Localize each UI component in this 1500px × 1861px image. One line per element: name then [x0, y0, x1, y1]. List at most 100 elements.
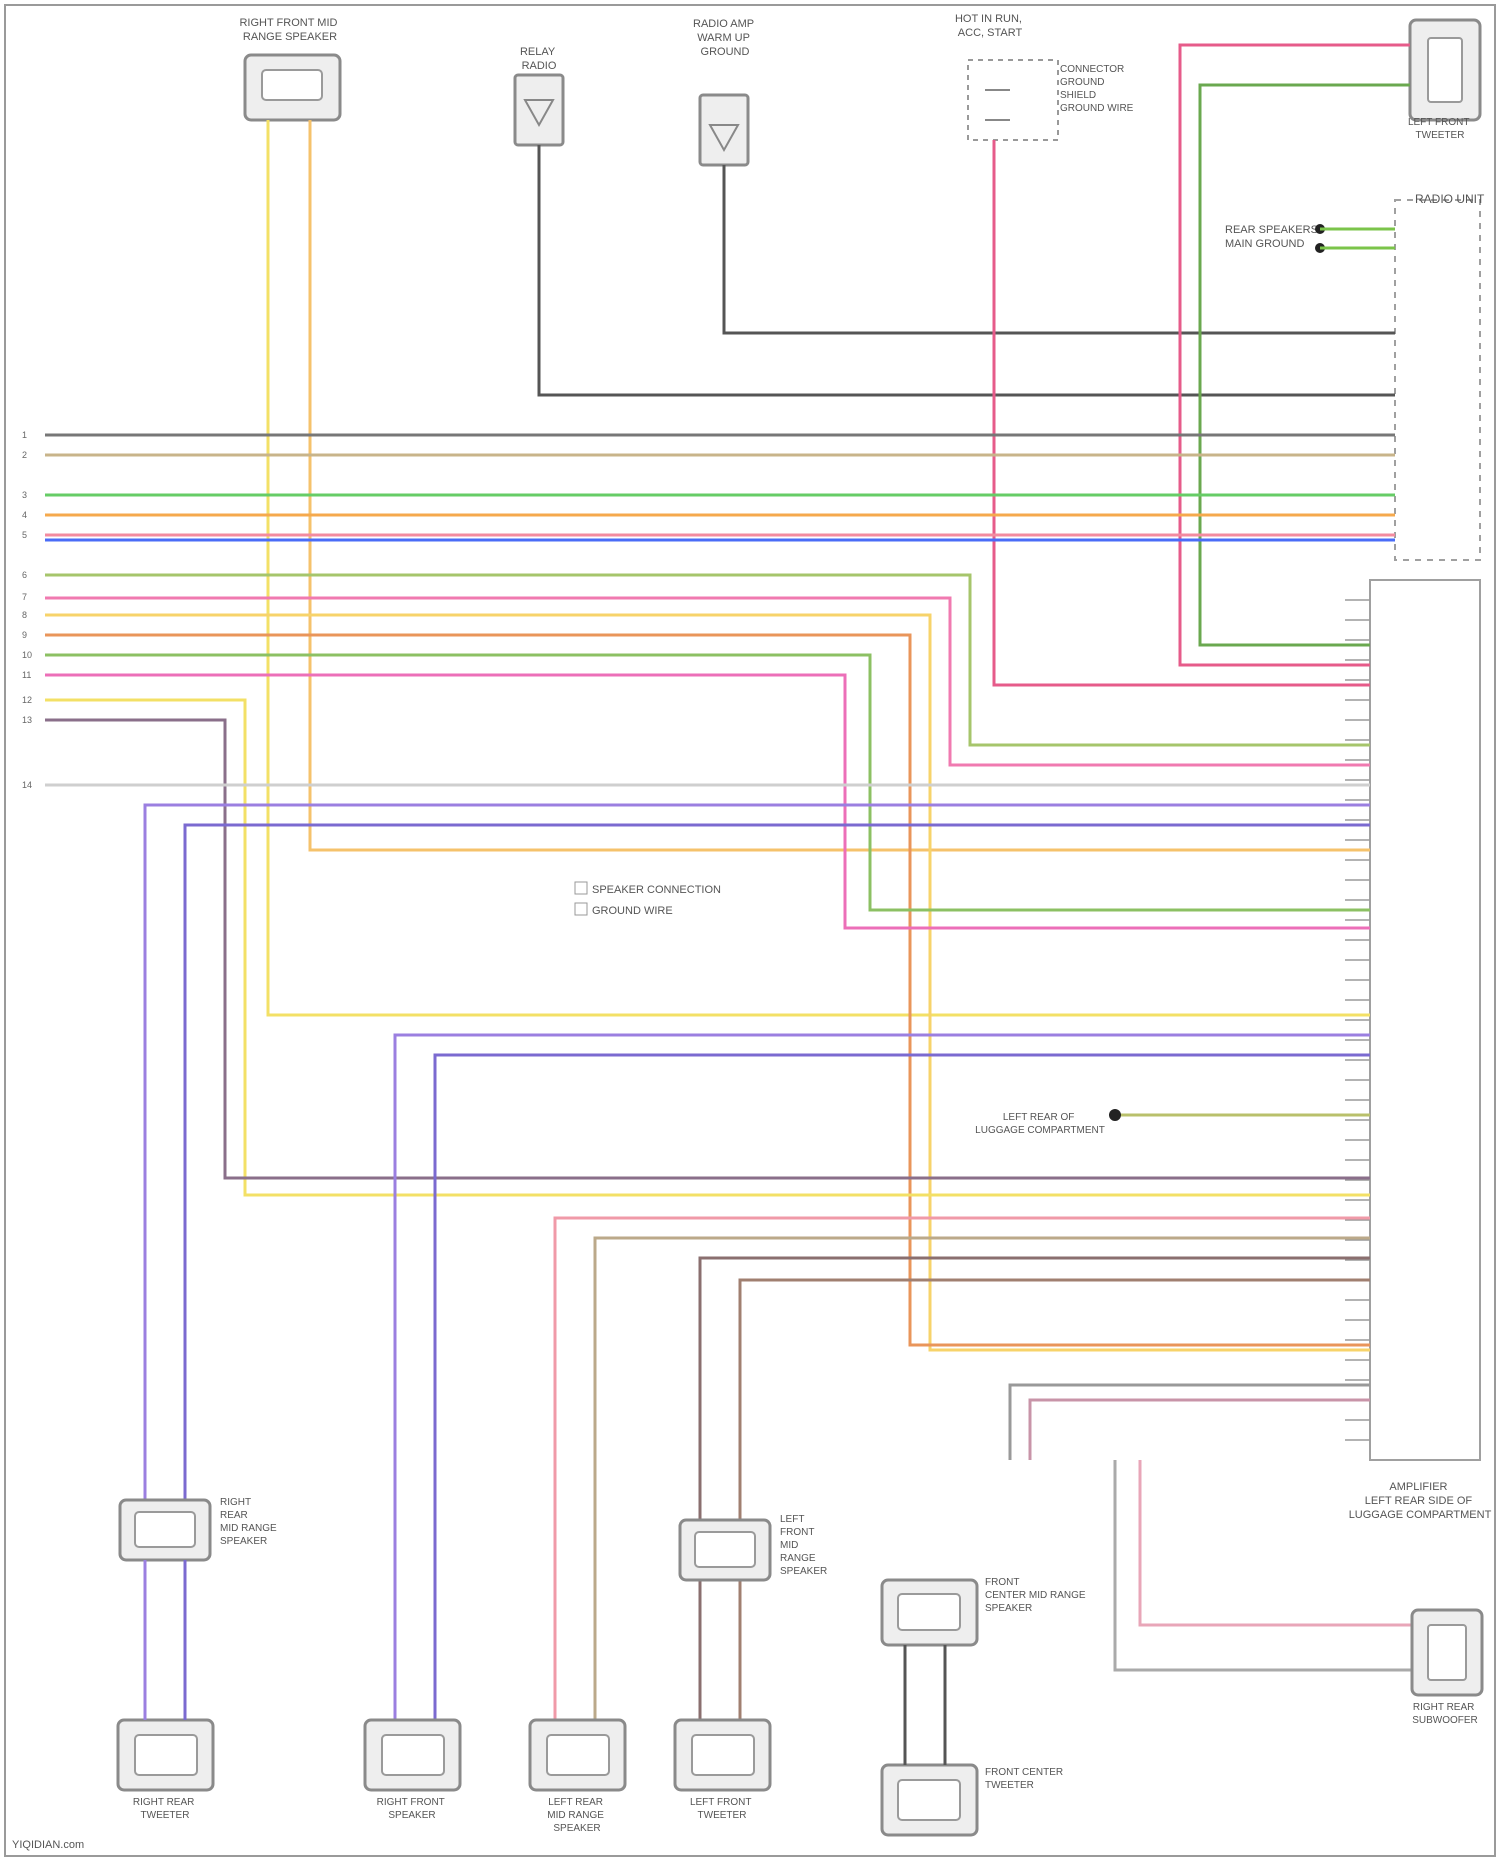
b1-line1: RIGHT REAR [133, 1797, 195, 1808]
top-midrange-speaker [245, 55, 340, 120]
b3-line3: SPEAKER [553, 1823, 600, 1834]
left-tweeter-line2: TWEETER [1416, 130, 1465, 141]
relay-note-2: GROUND [1060, 77, 1104, 88]
fct-line1: FRONT CENTER [985, 1767, 1063, 1778]
left-tweeter-label: LEFT FRONT TWEETER [1408, 117, 1472, 141]
legend-1: SPEAKER CONNECTION [592, 884, 721, 896]
bottom-label-4: LEFT FRONT TWEETER [690, 1797, 754, 1821]
bottom-speaker-4 [675, 1720, 770, 1790]
svg-text:2: 2 [22, 450, 27, 460]
amp-footer-line3: LUGGAGE COMPARTMENT [1349, 1509, 1492, 1521]
ground-note-line2: LUGGAGE COMPARTMENT [975, 1125, 1105, 1136]
wire-l1 [555, 1218, 1370, 1725]
wire-l3 [700, 1258, 1370, 1725]
rr-midrange-label: RIGHT REAR MID RANGE SPEAKER [220, 1497, 279, 1547]
fuse-left-line2: RADIO [522, 60, 557, 72]
fuse-mid-line3: GROUND [701, 46, 750, 58]
fuse-mid-line1: RADIO AMP [693, 18, 754, 30]
relay-note: CONNECTOR GROUND SHIELD GROUND WIRE [1060, 64, 1134, 114]
wire-top-speaker-yellow [268, 120, 1370, 1015]
lf-line5: SPEAKER [780, 1566, 827, 1577]
left-tweeter-line1: LEFT FRONT [1408, 117, 1469, 128]
left-pin-numbers: 1 2 3 4 5 6 7 8 9 10 11 12 13 14 [22, 430, 32, 790]
front-center-tweeter [882, 1645, 977, 1835]
rr-line4: SPEAKER [220, 1536, 267, 1547]
amplifier-pins [1345, 600, 1370, 1440]
wire-fuse-left [539, 145, 1395, 395]
b3-line1: LEFT REAR [548, 1797, 603, 1808]
fc-line1: FRONT [985, 1577, 1019, 1588]
fuse-left-label: RELAY RADIO [520, 46, 558, 72]
bottom-label-3: LEFT REAR MID RANGE SPEAKER [547, 1797, 606, 1834]
relay-label: HOT IN RUN, ACC, START [955, 13, 1025, 39]
wire-l2 [595, 1238, 1370, 1725]
b4-line1: LEFT FRONT [690, 1797, 751, 1808]
lf-line1: LEFT [780, 1514, 804, 1525]
radio-note-line2: MAIN GROUND [1225, 238, 1305, 250]
svg-text:14: 14 [22, 780, 32, 790]
lf-line3: MID [780, 1540, 798, 1551]
lf-line4: RANGE [780, 1553, 816, 1564]
svg-text:12: 12 [22, 695, 32, 705]
ground-note: LEFT REAR OF LUGGAGE COMPARTMENT [975, 1112, 1105, 1136]
svg-text:4: 4 [22, 510, 27, 520]
fc-line2: CENTER MID RANGE [985, 1590, 1086, 1601]
lf-midrange-speaker [680, 1520, 770, 1580]
ground-note-line1: LEFT REAR OF [1003, 1112, 1075, 1123]
svg-text:9: 9 [22, 630, 27, 640]
ground-pin-dot [1109, 1109, 1121, 1121]
relay-line1: HOT IN RUN, [955, 13, 1022, 25]
radio-unit-box [1395, 200, 1480, 560]
wire-lft-2 [1200, 85, 1410, 645]
lf-line2: FRONT [780, 1527, 814, 1538]
svg-text:13: 13 [22, 715, 32, 725]
wire-l5 [1010, 1385, 1370, 1460]
front-center-tweeter-label: FRONT CENTER TWEETER [985, 1767, 1066, 1791]
amplifier-footer-label: AMPLIFIER LEFT REAR SIDE OF LUGGAGE COMP… [1349, 1481, 1492, 1521]
fuse-mid-label: RADIO AMP WARM UP GROUND [693, 18, 757, 58]
fuse-left-line1: RELAY [520, 46, 556, 58]
wire-relay [994, 140, 1370, 685]
relay-box [968, 60, 1058, 140]
b4-line2: TWEETER [698, 1810, 747, 1821]
wire-rrsub-1 [1140, 1460, 1420, 1625]
radio-note: REAR SPEAKERS MAIN GROUND [1225, 224, 1321, 250]
rr-line2: REAR [220, 1510, 248, 1521]
top-speaker-line2: RANGE SPEAKER [243, 31, 337, 43]
left-front-tweeter-top [1410, 20, 1480, 120]
bottom-speaker-3 [530, 1720, 625, 1790]
wire-l6 [1030, 1400, 1370, 1460]
b2-line1: RIGHT FRONT [377, 1797, 445, 1808]
wire-l4 [740, 1280, 1370, 1725]
relay-note-1: CONNECTOR [1060, 64, 1124, 75]
svg-text:3: 3 [22, 490, 27, 500]
bottom-label-2: RIGHT FRONT SPEAKER [377, 1797, 448, 1821]
radio-note-line1: REAR SPEAKERS [1225, 224, 1318, 236]
svg-text:5: 5 [22, 530, 27, 540]
relay-note-3: SHIELD [1060, 90, 1096, 101]
svg-text:11: 11 [22, 670, 31, 680]
amp-footer-line2: LEFT REAR SIDE OF [1365, 1495, 1473, 1507]
footer-watermark: YIQIDIAN.com [12, 1839, 84, 1851]
svg-text:1: 1 [22, 430, 27, 440]
bottom-speaker-2 [365, 1720, 460, 1790]
b2-line2: SPEAKER [388, 1810, 435, 1821]
bottom-label-1: RIGHT REAR TWEETER [133, 1797, 197, 1821]
sub-line1: RIGHT REAR [1413, 1702, 1475, 1713]
relay-line2: ACC, START [958, 27, 1023, 39]
fuse-mid-line2: WARM UP [697, 32, 750, 44]
wire-top-speaker-orange [310, 120, 1370, 850]
fc-line3: SPEAKER [985, 1603, 1032, 1614]
wire-h13 [45, 700, 1370, 1195]
rr-line3: MID RANGE [220, 1523, 277, 1534]
rr-midrange-speaker [120, 1500, 210, 1560]
sub-line2: SUBWOOFER [1412, 1715, 1478, 1726]
amplifier-box [1370, 580, 1480, 1460]
rr-subwoofer-label: RIGHT REAR SUBWOOFER [1412, 1702, 1478, 1726]
front-center-speaker [882, 1580, 977, 1645]
wire-rrsub-2 [1115, 1460, 1420, 1670]
rr-subwoofer [1412, 1610, 1482, 1695]
top-speaker-line1: RIGHT FRONT MID [239, 17, 337, 29]
svg-text:10: 10 [22, 650, 32, 660]
